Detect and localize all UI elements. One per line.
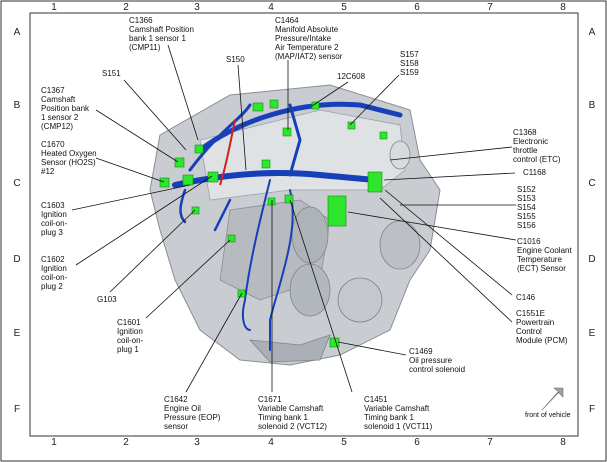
grid-col-top-5: 5	[341, 2, 347, 13]
grid-col-bottom-1: 1	[51, 437, 57, 448]
grid-col-top-2: 2	[123, 2, 129, 13]
engine-illustration	[149, 84, 441, 366]
callout-s151: S151	[102, 69, 121, 78]
grid-col-bottom-6: 6	[414, 437, 420, 448]
grid-row-left-A: A	[13, 27, 21, 38]
callout-12c608: 12C608	[337, 72, 366, 81]
grid-row-left-E: E	[13, 328, 21, 339]
connectors	[159, 99, 388, 348]
grid-col-bottom-8: 8	[560, 437, 566, 448]
grid-row-right-F: F	[588, 404, 596, 415]
grid-row-right-A: A	[588, 27, 596, 38]
arrow-icon	[541, 387, 564, 411]
callout-c146: C146	[516, 293, 536, 302]
grid-row-right-E: E	[588, 328, 596, 339]
grid-row-right-C: C	[588, 178, 596, 189]
grid-col-top-1: 1	[51, 2, 57, 13]
grid-col-top-6: 6	[414, 2, 420, 13]
grid-col-top-3: 3	[194, 2, 200, 13]
grid-col-bottom-7: 7	[487, 437, 493, 448]
grid-col-bottom-4: 4	[268, 437, 274, 448]
front-of-vehicle-label: front of vehicle	[525, 412, 571, 419]
grid-row-left-B: B	[13, 100, 21, 111]
grid-col-top-7: 7	[487, 2, 493, 13]
grid-row-left-D: D	[13, 254, 21, 265]
grid-col-top-4: 4	[268, 2, 274, 13]
red-wire	[219, 119, 236, 186]
callout-g103: G103	[97, 295, 117, 304]
grid-row-left-F: F	[13, 404, 21, 415]
callout-s150: S150	[226, 55, 245, 64]
grid-row-right-D: D	[588, 254, 596, 265]
grid-col-top-8: 8	[560, 2, 566, 13]
grid-col-bottom-5: 5	[341, 437, 347, 448]
grid-row-left-C: C	[13, 178, 21, 189]
grid-col-bottom-2: 2	[123, 437, 129, 448]
grid-col-bottom-3: 3	[194, 437, 200, 448]
inner-frame	[29, 12, 579, 437]
leader-lines	[71, 44, 517, 393]
callout-c1168: C1168	[523, 168, 546, 177]
grid-row-right-B: B	[588, 100, 596, 111]
